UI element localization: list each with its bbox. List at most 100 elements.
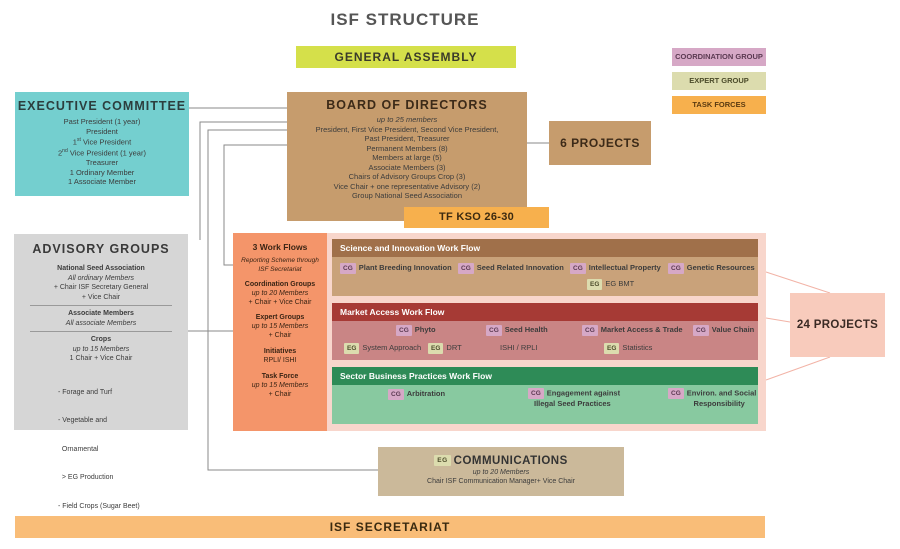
item-label: Engagement against <box>546 388 621 398</box>
legend-coordination-group: COORDINATION GROUP <box>672 48 766 66</box>
board-line: Vice Chair + one representative Advisory… <box>333 181 481 191</box>
executive-committee-title: EXECUTIVE COMMITTEE <box>17 99 187 113</box>
item-label: Illegal Seed Practices <box>534 399 611 408</box>
cg-tag: CG <box>570 262 586 274</box>
init-title: Initiatives <box>263 348 297 355</box>
exec-line: 1st Vice President <box>72 137 132 147</box>
workflows-panel-sub: Reporting Scheme through ISF Secretariat <box>241 257 319 273</box>
board-line: Associate Members (3) <box>368 162 446 172</box>
advisory-title: ADVISORY GROUPS <box>32 242 170 256</box>
crops-line: 1 Chair + Vice Chair <box>69 355 133 362</box>
nsa-sub: All ordinary Members <box>67 274 135 282</box>
market-workflow-header: Market Access Work Flow <box>332 303 758 321</box>
eg-tag: EG <box>434 455 451 467</box>
board-of-directors-box: BOARD OF DIRECTORS up to 25 members Pres… <box>287 92 527 221</box>
exec-line: 1 Associate Member <box>68 177 136 186</box>
exec-line: Past President (1 year) <box>63 117 141 126</box>
item-label: Arbitration <box>406 389 446 398</box>
general-assembly-box: GENERAL ASSEMBLY <box>296 46 516 68</box>
eg-tag: EG <box>428 342 444 354</box>
eg-tag: EG <box>587 278 603 290</box>
workflows-panel-title: 3 Work Flows <box>252 242 308 252</box>
communications-title: COMMUNICATIONS <box>453 455 568 467</box>
board-line: Chairs of Advisory Groups Crop (3) <box>348 172 466 181</box>
six-projects-box: 6 PROJECTS <box>549 121 651 165</box>
crop-item: - Forage and Turf <box>58 388 113 396</box>
cg-title: Coordination Groups <box>244 281 316 288</box>
market-workflow-title: Market Access Work Flow <box>340 307 445 317</box>
tf-line: + Chair <box>268 391 292 398</box>
eg-tag: EG <box>604 342 620 354</box>
cg-sub: up to 20 Members <box>251 290 309 297</box>
item-label: Market Access & Trade <box>600 325 683 334</box>
eg-line: + Chair <box>268 332 292 339</box>
cg-tag: CG <box>388 388 404 400</box>
science-workflow-title: Science and Innovation Work Flow <box>340 243 481 253</box>
item-label: DRT <box>446 343 462 352</box>
crop-item: - Vegetable and <box>58 417 108 424</box>
board-title: BOARD OF DIRECTORS <box>326 98 488 112</box>
exec-line: 1 Ordinary Member <box>69 167 135 177</box>
ishi-rpli[interactable]: ISHI / RPLI <box>500 342 538 353</box>
sector-workflow-title: Sector Business Practices Work Flow <box>340 371 492 381</box>
workflows-legend-panel: 3 Work Flows Reporting Scheme through IS… <box>233 233 327 431</box>
legend-expert-group: EXPERT GROUP <box>672 72 766 90</box>
general-assembly-label: GENERAL ASSEMBLY <box>334 50 478 64</box>
nsa-line: + Vice Chair <box>81 293 121 301</box>
item-label: Value Chain <box>711 325 755 334</box>
secretariat-bar: ISF SECRETARIAT <box>15 516 765 538</box>
assoc-sub: All associate Members <box>65 319 137 327</box>
crop-item: - Field Crops (Sugar Beet) <box>58 502 140 510</box>
science-workflow-header: Science and Innovation Work Flow <box>332 239 758 257</box>
page-title: ISF STRUCTURE <box>330 10 480 29</box>
nsa-line: + Chair ISF Secretary General <box>53 284 149 291</box>
cg-tag: CG <box>693 324 709 336</box>
legend-task-forces-label: TASK FORCES <box>692 100 746 109</box>
item-label: EG BMT <box>605 279 635 288</box>
legend-task-forces: TASK FORCES <box>672 96 766 114</box>
communications-line: Chair ISF Communication Manager+ Vice Ch… <box>427 478 575 485</box>
crop-item: > EG Production <box>58 474 114 481</box>
secretariat-label: ISF SECRETARIAT <box>329 520 451 534</box>
cg-line: + Chair + Vice Chair <box>248 299 312 306</box>
item-label: Statistics <box>622 343 653 352</box>
item-label: Intellectual Property <box>588 263 661 272</box>
executive-committee-box: EXECUTIVE COMMITTEE Past President (1 ye… <box>15 92 189 196</box>
item-label: Seed Related Innovation <box>476 263 564 272</box>
item-label: Phyto <box>414 325 436 334</box>
board-line: Group National Seed Association <box>351 191 463 200</box>
tf-title: Task Force <box>261 373 299 380</box>
cg-tag: CG <box>668 388 684 399</box>
eg-tag: EG <box>344 342 360 354</box>
crops-sub: up to 15 Members <box>72 345 130 353</box>
item-label: Genetic Resources <box>686 263 755 272</box>
crop-item: Ornamental <box>58 445 99 453</box>
nsa-title: National Seed Association <box>57 265 145 272</box>
communications-sub: up to 20 Members <box>472 469 530 476</box>
item-label: Seed Health <box>504 325 548 334</box>
legend-expert-label: EXPERT GROUP <box>689 76 749 85</box>
twentyfour-projects-box: 24 PROJECTS <box>790 293 885 357</box>
board-line: Past President, Treasurer <box>364 134 450 143</box>
legend-coordination-label: COORDINATION GROUP <box>675 52 763 61</box>
cg-tag: CG <box>486 324 502 336</box>
